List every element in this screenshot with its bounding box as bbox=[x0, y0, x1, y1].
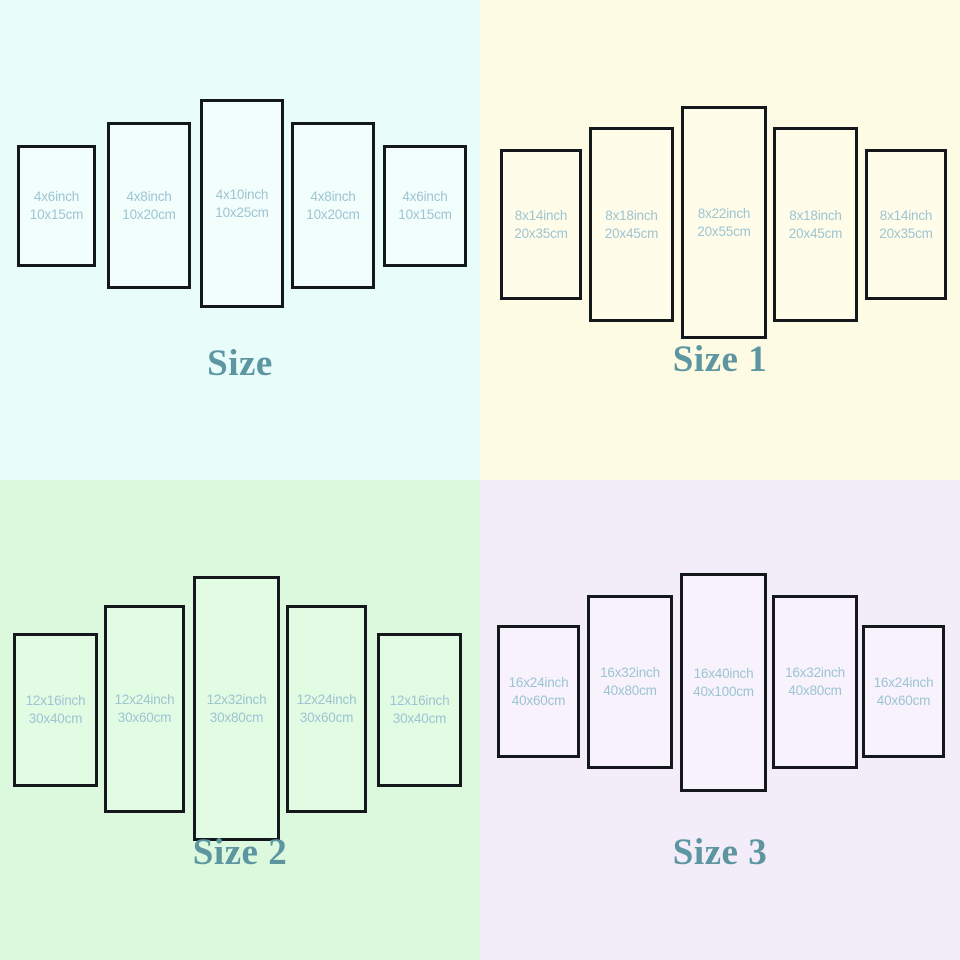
size-option-size-3[interactable]: 16x24inch 40x60cm 16x32inch 40x80cm 16x40inc… bbox=[480, 480, 960, 960]
panel-group: 16x24inch 40x60cm 16x32inch 40x80cm 16x40inc… bbox=[480, 480, 960, 880]
panel-right-outer: 4x6inch 10x15cm bbox=[383, 145, 467, 267]
size-option-title: Size 2 bbox=[192, 832, 288, 873]
size-option-size-2[interactable]: 12x16inch 30x40cm 12x24inch 30x60cm 12x32inc… bbox=[0, 480, 480, 960]
panel-cm-text: 40x80cm bbox=[788, 683, 842, 698]
panel-group: 4x6inch 10x15cm 4x8inch 10x20cm 4x10inch 10x2… bbox=[0, 0, 480, 400]
panel-inch-text: 8x18inch bbox=[789, 207, 842, 223]
panel-dimension-label: 12x16inch 30x40cm bbox=[390, 692, 450, 728]
panel-inch-text: 4x10inch bbox=[215, 186, 269, 202]
panel-cm-text: 30x60cm bbox=[299, 710, 354, 725]
size-option-title: Size 3 bbox=[672, 832, 768, 873]
panel-inch-text: 16x40inch bbox=[693, 665, 754, 681]
panel-cm-text: 30x80cm bbox=[209, 709, 264, 725]
panel-dimension-label: 8x18inch 20x45cm bbox=[788, 207, 843, 243]
panel-inch-text: 4x8inch bbox=[310, 188, 356, 204]
panel-dimension-label: 4x8inch 10x20cm bbox=[306, 188, 360, 224]
panel-right-inner: 12x24inch 30x60cm bbox=[286, 605, 367, 813]
panel-dimension-label: 12x24inch 30x60cm bbox=[297, 691, 357, 727]
panel-inch-text: 16x24inch bbox=[508, 674, 569, 690]
panel-cm-text: 20x45cm bbox=[788, 225, 843, 241]
panel-dimension-label: 12x24inch 30x60cm bbox=[115, 691, 175, 727]
panel-cm-text: 30x40cm bbox=[392, 711, 447, 726]
panel-dimension-label: 12x16inch 30x40cm bbox=[26, 692, 86, 728]
panel-cm-text: 10x25cm bbox=[215, 204, 269, 220]
panel-cm-text: 30x60cm bbox=[117, 710, 172, 725]
panel-dimension-label: 16x24inch 40x60cm bbox=[874, 674, 934, 710]
panel-dimension-label: 12x32inch 30x80cm bbox=[207, 691, 267, 727]
panel-left-inner: 8x18inch 20x45cm bbox=[589, 127, 674, 322]
panel-dimension-label: 4x6inch 10x15cm bbox=[398, 188, 452, 224]
panel-inch-text: 16x24inch bbox=[873, 674, 934, 690]
panel-cm-text: 40x60cm bbox=[511, 692, 566, 708]
panel-right-outer: 8x14inch 20x35cm bbox=[865, 149, 947, 300]
panel-right-inner: 4x8inch 10x20cm bbox=[291, 122, 375, 289]
panel-cm-text: 20x35cm bbox=[514, 225, 568, 241]
panel-right-inner: 8x18inch 20x45cm bbox=[773, 127, 858, 322]
panel-cm-text: 10x20cm bbox=[306, 206, 360, 222]
panel-dimension-label: 16x40inch 40x100cm bbox=[693, 665, 754, 701]
panel-left-inner: 16x32inch 40x80cm bbox=[587, 595, 673, 769]
panel-inch-text: 4x6inch bbox=[402, 189, 448, 205]
panel-inch-text: 12x32inch bbox=[206, 691, 267, 707]
panel-cm-text: 20x55cm bbox=[697, 223, 751, 239]
panel-left-inner: 12x24inch 30x60cm bbox=[104, 605, 185, 813]
panel-center: 4x10inch 10x25cm bbox=[200, 99, 284, 308]
panel-dimension-label: 16x32inch 40x80cm bbox=[785, 664, 845, 700]
panel-inch-text: 12x16inch bbox=[389, 693, 450, 709]
panel-right-inner: 16x32inch 40x80cm bbox=[772, 595, 858, 769]
panel-dimension-label: 4x6inch 10x15cm bbox=[29, 188, 84, 224]
panel-left-outer: 4x6inch 10x15cm bbox=[17, 145, 96, 267]
panel-inch-text: 16x32inch bbox=[600, 665, 660, 681]
panel-group: 12x16inch 30x40cm 12x24inch 30x60cm 12x32inc… bbox=[0, 480, 480, 880]
panel-cm-text: 40x80cm bbox=[603, 683, 657, 698]
panel-inch-text: 16x32inch bbox=[785, 665, 845, 681]
panel-inch-text: 4x6inch bbox=[33, 189, 80, 205]
panel-dimension-label: 8x22inch 20x55cm bbox=[697, 205, 751, 241]
panel-right-outer: 12x16inch 30x40cm bbox=[377, 633, 462, 787]
panel-cm-text: 10x15cm bbox=[398, 207, 452, 222]
panel-center: 12x32inch 30x80cm bbox=[193, 576, 280, 841]
panel-center: 8x22inch 20x55cm bbox=[681, 106, 767, 339]
panel-dimension-label: 16x24inch 40x60cm bbox=[509, 674, 569, 710]
panel-left-inner: 4x8inch 10x20cm bbox=[107, 122, 191, 289]
panel-inch-text: 8x18inch bbox=[605, 207, 658, 223]
panel-cm-text: 10x15cm bbox=[29, 207, 84, 222]
panel-dimension-label: 4x8inch 10x20cm bbox=[122, 188, 176, 224]
size-option-title: Size bbox=[207, 343, 273, 384]
panel-inch-text: 8x14inch bbox=[514, 207, 568, 223]
panel-inch-text: 8x22inch bbox=[697, 205, 751, 221]
panel-cm-text: 10x20cm bbox=[122, 206, 176, 222]
size-option-title: Size 1 bbox=[672, 339, 768, 380]
panel-dimension-label: 16x32inch 40x80cm bbox=[600, 664, 660, 700]
panel-inch-text: 12x24inch bbox=[114, 692, 175, 708]
size-option-size-1[interactable]: 8x14inch 20x35cm 8x18inch 20x45cm 8x22inch 20… bbox=[480, 0, 960, 480]
panel-inch-text: 12x16inch bbox=[25, 693, 86, 709]
panel-left-outer: 16x24inch 40x60cm bbox=[497, 625, 580, 758]
panel-inch-text: 12x24inch bbox=[296, 692, 357, 708]
panel-inch-text: 8x14inch bbox=[879, 207, 933, 223]
panel-right-outer: 16x24inch 40x60cm bbox=[862, 625, 945, 758]
panel-left-outer: 8x14inch 20x35cm bbox=[500, 149, 582, 300]
panel-left-outer: 12x16inch 30x40cm bbox=[13, 633, 98, 787]
panel-cm-text: 20x35cm bbox=[879, 225, 933, 241]
size-option-size[interactable]: 4x6inch 10x15cm 4x8inch 10x20cm 4x10inch 10x2… bbox=[0, 0, 480, 480]
panel-cm-text: 20x45cm bbox=[604, 225, 659, 241]
panel-dimension-label: 8x14inch 20x35cm bbox=[879, 207, 933, 243]
panel-center: 16x40inch 40x100cm bbox=[680, 573, 767, 792]
panel-cm-text: 40x100cm bbox=[693, 683, 754, 699]
panel-group: 8x14inch 20x35cm 8x18inch 20x45cm 8x22inch 20… bbox=[480, 0, 960, 400]
panel-cm-text: 30x40cm bbox=[28, 711, 83, 726]
panel-dimension-label: 8x18inch 20x45cm bbox=[604, 207, 659, 243]
panel-dimension-label: 4x10inch 10x25cm bbox=[215, 186, 269, 222]
panel-cm-text: 40x60cm bbox=[876, 692, 931, 708]
panel-inch-text: 4x8inch bbox=[126, 188, 172, 204]
panel-dimension-label: 8x14inch 20x35cm bbox=[514, 207, 568, 243]
